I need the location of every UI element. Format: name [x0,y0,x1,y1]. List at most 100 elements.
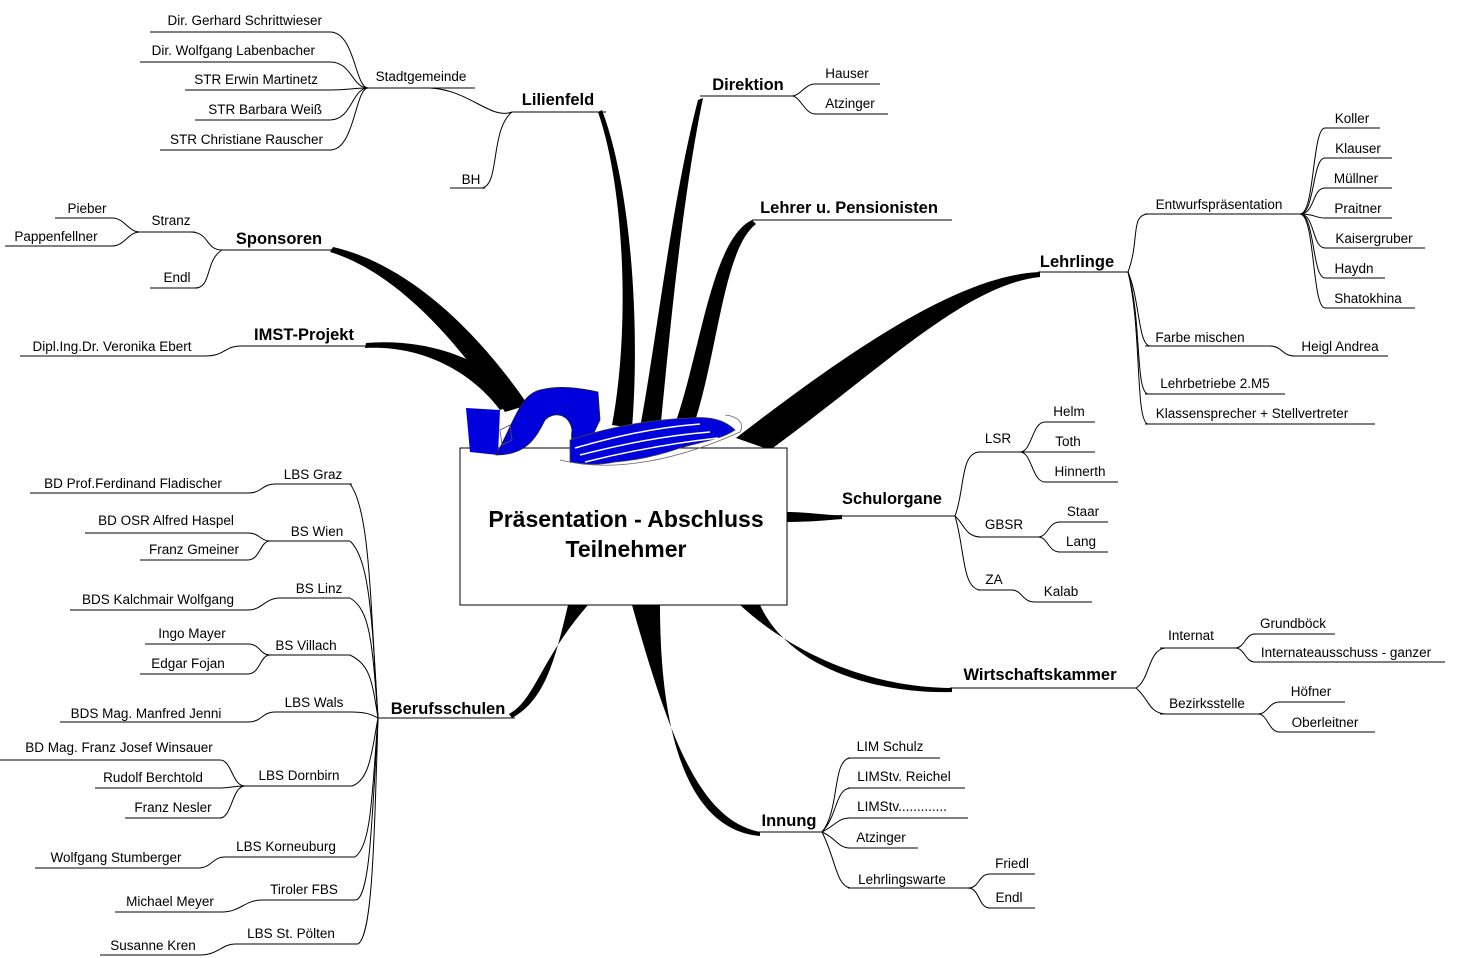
klassensprecher-label: Klassensprecher + Stellvertreter [1156,406,1349,421]
trunk-lehrer [672,220,756,436]
school-person: BDS Mag. Manfred Jenni [71,706,222,721]
branch-sponsoren: Sponsoren Stranz Pieber Pappenfellner En… [5,201,333,289]
school-name: LBS Dornbirn [258,768,339,783]
entwurf-item: Praitner [1334,201,1382,216]
school-person: BD Prof.Ferdinand Fladischer [44,476,222,491]
sponsoren-label: Sponsoren [236,230,322,248]
gbsr-item: Staar [1067,504,1100,519]
school-name: LBS Korneuburg [236,839,336,854]
imst-label: IMST-Projekt [254,326,354,344]
school-name: LBS Wals [285,695,344,710]
trunks [330,98,1040,836]
entwurf-item: Müllner [1334,171,1379,186]
bezirksstelle-item: Höfner [1291,684,1332,699]
lehrlinge-label: Lehrlinge [1040,253,1114,271]
direktion-label: Direktion [712,76,784,94]
logo-blue-shape [466,408,500,455]
branch-berufsschulen: Berufsschulen LBS Graz BD Prof.Ferdinand… [0,467,515,956]
entwurf-item: Kaisergruber [1335,231,1413,246]
branch-lilienfeld: Lilienfeld Stadtgemeinde Dir. Gerhard Sc… [140,13,606,189]
innung-item: LIMStv............. [857,799,947,814]
school-person: Susanne Kren [110,938,196,953]
gbsr-label: GBSR [985,517,1024,532]
lilienfeld-member: Dir. Wolfgang Labenbacher [152,43,316,58]
school-person: Ingo Mayer [158,626,226,641]
central-node: Präsentation - Abschluss Teilnehmer [459,447,788,606]
school-person: Franz Nesler [134,800,212,815]
direktion-item: Hauser [825,66,869,81]
farbe-item: Heigl Andrea [1301,339,1379,354]
branch-wirtschaftskammer: Wirtschaftskammer Internat Grundböck Int… [950,616,1445,733]
entwurf-label: Entwurfspräsentation [1156,197,1283,212]
internat-item: Grundböck [1260,616,1326,631]
school-name: LBS St. Pölten [247,926,335,941]
lehrlingswarte-item: Friedl [995,856,1029,871]
lehrbetriebe-label: Lehrbetriebe 2.M5 [1160,376,1270,391]
schulorgane-label: Schulorgane [842,490,942,508]
trunk-schulorgane [786,512,842,522]
entwurf-item: Shatokhina [1334,291,1402,306]
central-title-line1: Präsentation - Abschluss [488,506,763,532]
bezirksstelle-label: Bezirksstelle [1169,696,1245,711]
innung-item: LIMStv. Reichel [857,769,951,784]
school-person: Wolfgang Stumberger [50,850,182,865]
wirtschaftskammer-label: Wirtschaftskammer [964,666,1118,684]
imst-item: Dipl.Ing.Dr. Veronika Ebert [32,339,191,354]
school-person: Franz Gmeiner [149,542,240,557]
school-person: Rudolf Berchtold [103,770,203,785]
stranz-item: Pieber [67,201,107,216]
branch-imst: IMST-Projekt Dipl.Ing.Dr. Veronika Ebert [20,326,368,357]
trunk-wirtschaftskammer [740,605,952,693]
gbsr-item: Lang [1066,534,1096,549]
lilienfeld-member: Dir. Gerhard Schrittwieser [167,13,322,28]
branch-schulorgane: Schulorgane LSR Helm Toth Hinnerth GBSR … [840,404,1118,603]
trunk-innung [632,605,760,836]
lilienfeld-member: STR Barbara Weiß [208,102,322,117]
innung-label: Innung [762,812,817,830]
branch-direktion: Direktion Hauser Atzinger [700,66,888,115]
za-item: Kalab [1044,584,1079,599]
central-title-line2: Teilnehmer [566,536,687,562]
lehrlingswarte-item: Endl [995,890,1022,905]
school-person: BDS Kalchmair Wolfgang [82,592,234,607]
entwurf-item: Koller [1335,111,1370,126]
lilienfeld-member: STR Christiane Rauscher [170,132,324,147]
school-person: Michael Meyer [126,894,214,909]
bezirksstelle-item: Oberleitner [1292,715,1359,730]
direktion-item: Atzinger [825,96,875,111]
lehrer-label: Lehrer u. Pensionisten [760,199,938,217]
branch-lehrlinge: Lehrlinge Entwurfspräsentation Koller Kl… [1038,111,1425,425]
trunk-lehrlinge [736,272,1040,450]
innung-item: LIM Schulz [857,739,924,754]
lsr-label: LSR [985,431,1012,446]
school-name: LBS Graz [284,467,343,482]
school-name: Tiroler FBS [270,882,338,897]
lehrlingswarte-label: Lehrlingswarte [858,872,946,887]
school-name: BS Villach [275,638,336,653]
berufsschulen-label: Berufsschulen [391,700,506,718]
innung-item: Atzinger [856,830,906,845]
za-label: ZA [985,572,1002,587]
trunk-berufsschulen [509,605,588,718]
bh-label: BH [462,172,481,187]
entwurf-item: Klauser [1335,141,1381,156]
lsr-item: Toth [1055,434,1081,449]
lsr-item: Helm [1053,404,1085,419]
branch-innung: Innung LIM Schulz LIMStv. Reichel LIMStv… [755,739,1035,909]
endl-label: Endl [163,270,190,285]
branch-lehrer: Lehrer u. Pensionisten [752,199,952,221]
internat-label: Internat [1168,628,1214,643]
lilienfeld-label: Lilienfeld [522,91,594,109]
school-person: BD OSR Alfred Haspel [98,513,234,528]
stadtgemeinde-label: Stadtgemeinde [376,69,467,84]
school-name: BS Linz [296,581,343,596]
internat-item: Internateausschuss - ganzer [1261,645,1432,660]
entwurf-item: Haydn [1334,261,1373,276]
trunk-lilienfeld [598,110,635,428]
central-box [459,447,788,606]
lsr-item: Hinnerth [1054,464,1105,479]
stranz-label: Stranz [151,213,190,228]
school-person: Edgar Fojan [151,656,225,671]
